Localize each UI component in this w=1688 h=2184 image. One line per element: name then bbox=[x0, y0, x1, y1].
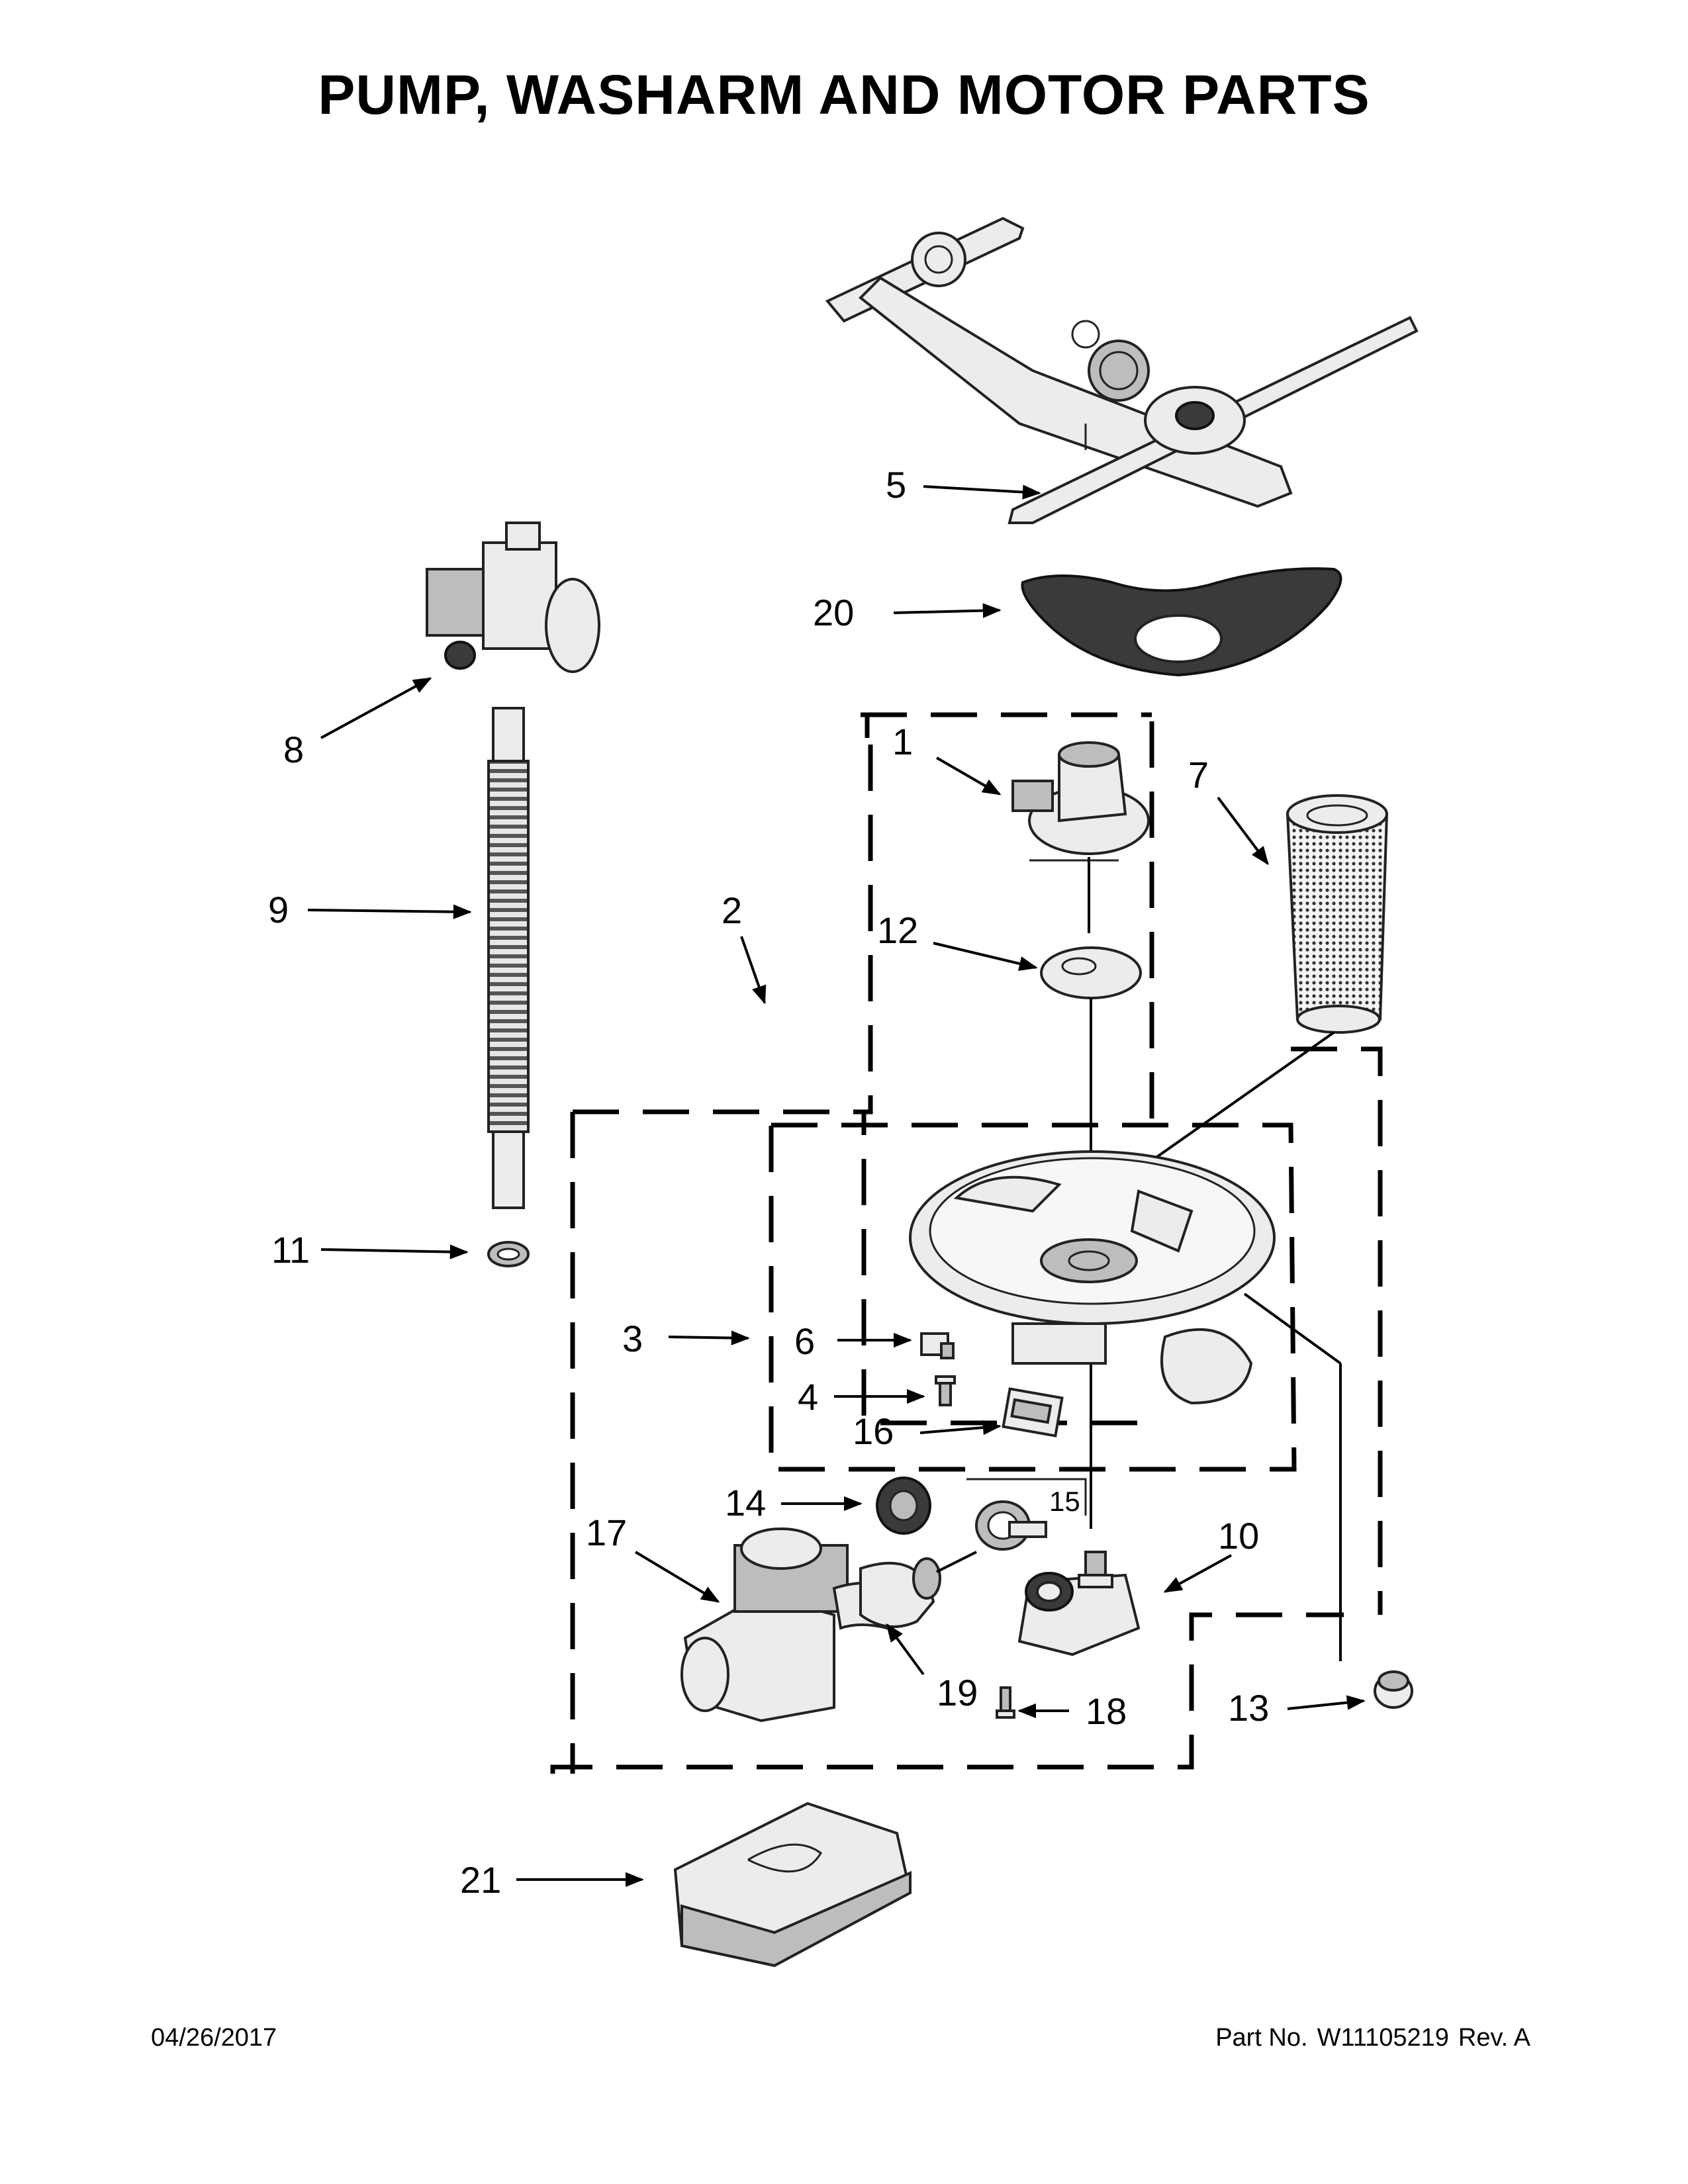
callout-18: 18 bbox=[1086, 1690, 1127, 1732]
part-no-value: W11105219 bbox=[1317, 2024, 1449, 2052]
footer-date: 04/26/2017 bbox=[151, 2024, 277, 2052]
callout-17: 17 bbox=[586, 1512, 627, 1553]
clamp-part-11 bbox=[487, 1241, 530, 1267]
part-no-label: Part No. bbox=[1215, 2024, 1308, 2052]
assembly-2-boundary bbox=[550, 712, 1344, 1774]
callout-2: 2 bbox=[722, 889, 742, 931]
callout-11: 11 bbox=[271, 1229, 310, 1271]
footer-part-number: Part No. W11105219 Rev. A bbox=[1206, 2024, 1530, 2052]
callout-16: 16 bbox=[853, 1410, 894, 1452]
callout-1: 1 bbox=[892, 721, 913, 762]
callout-13: 13 bbox=[1228, 1687, 1269, 1729]
callout-7: 7 bbox=[1188, 754, 1209, 796]
elbow-part-19 bbox=[859, 1551, 977, 1628]
drain-hose-part-9 bbox=[487, 707, 530, 1209]
drain-pump-part-8 bbox=[426, 522, 600, 673]
callout-20: 20 bbox=[813, 592, 854, 633]
callout-10: 10 bbox=[1218, 1515, 1259, 1557]
diverter-part-10 bbox=[1017, 1551, 1141, 1657]
callout-4: 4 bbox=[798, 1376, 818, 1418]
callout-12: 12 bbox=[877, 909, 918, 951]
connector-part-16 bbox=[1002, 1387, 1064, 1437]
callout-leaders bbox=[307, 484, 1366, 1888]
outer-right-boundary bbox=[1291, 1046, 1383, 1615]
callout-labels: 1 2 3 4 5 6 7 8 9 10 11 12 13 14 15 16 1… bbox=[268, 464, 1269, 1901]
screw-part-4 bbox=[935, 1375, 956, 1406]
page-title: PUMP, WASHARM AND MOTOR PARTS bbox=[318, 64, 1370, 126]
seal-part-14 bbox=[876, 1477, 931, 1535]
motor-part-17 bbox=[680, 1527, 902, 1723]
bracket-part-6 bbox=[920, 1332, 955, 1359]
callout-5: 5 bbox=[886, 464, 906, 506]
wash-arm-part-5 bbox=[825, 216, 1419, 524]
cover-part-21 bbox=[673, 1801, 912, 1968]
callout-9: 9 bbox=[268, 889, 289, 931]
callout-6: 6 bbox=[794, 1320, 815, 1362]
shield-part-20 bbox=[1021, 567, 1342, 677]
pump-housing-part-1 bbox=[1011, 741, 1150, 933]
callout-15: 15 bbox=[1049, 1486, 1080, 1517]
callout-19: 19 bbox=[937, 1672, 978, 1713]
screw-part-18 bbox=[996, 1686, 1015, 1719]
sump-assembly-part-3 bbox=[909, 1150, 1342, 1661]
callout-3: 3 bbox=[622, 1318, 643, 1359]
callout-8: 8 bbox=[283, 729, 304, 770]
assembly-3-boundary bbox=[769, 1122, 1297, 1472]
revision: Rev. A bbox=[1458, 2024, 1530, 2052]
clamp-part-15 bbox=[966, 1478, 1087, 1551]
callout-21: 21 bbox=[460, 1859, 501, 1901]
sensor-part-13 bbox=[1374, 1670, 1413, 1709]
filter-part-7 bbox=[1154, 794, 1389, 1160]
callout-14: 14 bbox=[725, 1482, 766, 1524]
